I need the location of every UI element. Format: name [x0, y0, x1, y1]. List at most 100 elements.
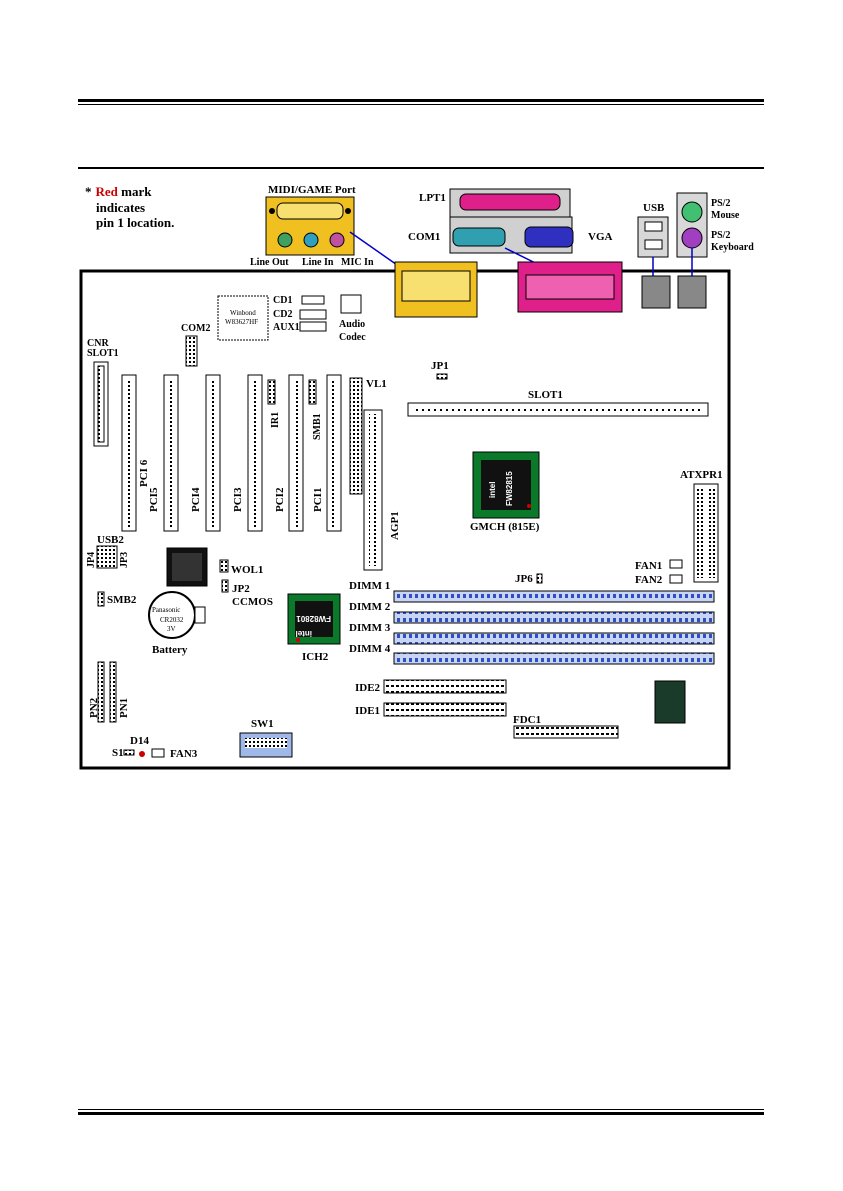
bottom-rule-thick	[78, 1112, 764, 1115]
audio-codec-chip	[340, 294, 362, 314]
io-chip	[166, 547, 208, 587]
ps2-mouse-label-2: Mouse	[711, 210, 740, 221]
note-line3: pin 1 location.	[96, 215, 174, 230]
pn2-header	[97, 661, 105, 723]
smb2-header	[97, 591, 105, 607]
usb-header	[641, 275, 671, 309]
slot1-label: SLOT1	[528, 389, 563, 401]
dimm2-label: DIMM 2	[349, 601, 391, 613]
aux1-header	[299, 321, 327, 332]
dimm1-label: DIMM 1	[349, 580, 390, 592]
ich2-part-number: FW82801	[296, 614, 331, 623]
mic-in-jack	[329, 232, 345, 248]
fan3-header	[151, 748, 165, 758]
ich2-chip: intel FW82801	[287, 593, 341, 645]
note-asterisk: *	[85, 184, 92, 199]
ps2-mouse-port	[681, 201, 703, 223]
ps2-keyboard-label-2: Keyboard	[711, 242, 754, 253]
com2-header	[185, 335, 198, 367]
usb-label: USB	[643, 202, 665, 214]
ide2-label: IDE2	[355, 682, 381, 694]
ccmos-label: CCMOS	[232, 596, 273, 608]
dimm4-label: DIMM 4	[349, 643, 391, 655]
audio-codec-label-1: Audio	[339, 319, 365, 330]
lpt-com-vga-group: LPT1 COM1 VGA	[408, 188, 613, 254]
usb2-header	[96, 545, 118, 569]
dimm3-label: DIMM 3	[349, 622, 391, 634]
cd2-label: CD2	[273, 309, 292, 320]
jp2-header	[221, 579, 229, 593]
vl1-label: VL1	[366, 378, 387, 390]
mic-in-label: MIC In	[341, 257, 374, 268]
cd1-label: CD1	[273, 295, 292, 306]
smb2-label: SMB2	[107, 594, 137, 606]
pn2-label: PN2	[88, 697, 100, 718]
battery-model: CR2032	[160, 616, 184, 624]
midi-game-port-group: MIDI/GAME Port Line Out Line In MIC In	[250, 184, 374, 268]
lpt1-connector	[459, 193, 561, 211]
com1-label: COM1	[408, 231, 440, 243]
jp6-header	[536, 573, 543, 584]
smb1-header	[308, 379, 317, 405]
pci6-label: PCI 6	[138, 459, 150, 487]
dimm2-slot	[393, 611, 715, 624]
pci4-label: PCI4	[190, 487, 202, 512]
fan2-label: FAN2	[635, 574, 663, 586]
sw1-label: SW1	[251, 718, 274, 730]
gmch-chip: intel FW82815	[472, 451, 540, 519]
ide1-label: IDE1	[355, 705, 380, 717]
com2-label: COM2	[181, 323, 210, 334]
cd2-header	[299, 309, 327, 320]
agp1-label: AGP1	[389, 511, 401, 540]
note-line2: indicates	[96, 200, 145, 215]
line-out-label: Line Out	[250, 257, 289, 268]
cnr-label-2: SLOT1	[87, 348, 119, 359]
jp1-label: JP1	[431, 360, 449, 372]
ir1-header	[267, 379, 276, 405]
vga-connector	[524, 226, 574, 248]
line-in-jack	[303, 232, 319, 248]
usb2-label: USB2	[97, 534, 124, 546]
pin1-note: *Red mark indicates pin 1 location.	[85, 184, 174, 230]
fan2-header	[669, 574, 683, 584]
top-rule-thick	[78, 99, 764, 102]
s1-label: S1	[112, 747, 124, 759]
lpt1-label: LPT1	[419, 192, 446, 204]
dimm3-slot	[393, 632, 715, 645]
ps2-keyboard-label-1: PS/2	[711, 230, 730, 241]
note-line1-rest: mark	[118, 184, 152, 199]
svg-text:*Red mark: *Red mark	[85, 184, 152, 199]
pci3-label: PCI3	[232, 487, 244, 512]
pci-slots	[121, 374, 342, 532]
battery: Panasonic CR2032 3V	[148, 591, 206, 639]
jp6-label: JP6	[515, 573, 533, 585]
pn1-label: PN1	[118, 698, 130, 718]
line-out-jack	[277, 232, 293, 248]
gmch-part-number: FW82815	[505, 471, 514, 506]
bios-flash-chip	[654, 680, 686, 724]
fan3-label: FAN3	[170, 748, 198, 760]
pci5-label: PCI5	[148, 487, 160, 512]
wol1-header	[219, 559, 229, 573]
battery-label: Battery	[152, 644, 188, 656]
dimm1-slot	[393, 590, 715, 603]
usb-port-1	[644, 221, 663, 232]
cnr-label-1: CNR	[87, 338, 109, 349]
ps2-mouse-label-1: PS/2	[711, 198, 730, 209]
midi-game-port-label: MIDI/GAME Port	[268, 184, 356, 196]
s1-header	[123, 749, 135, 756]
vl1-header	[349, 377, 363, 495]
com1-connector	[452, 227, 506, 247]
vga-label: VGA	[588, 231, 613, 243]
battery-voltage: 3V	[167, 625, 176, 633]
game-port-connector	[276, 202, 344, 220]
jp1-header	[436, 373, 448, 380]
section-rule	[78, 167, 764, 169]
smb1-label: SMB1	[312, 413, 323, 440]
jp3-label: JP3	[119, 552, 130, 568]
usb-ps2-group: USB PS/2 Mouse PS/2 Keyboard	[637, 192, 754, 258]
ide1-connector	[383, 702, 507, 717]
ps2-header	[677, 275, 707, 309]
dimm4-slot	[393, 652, 715, 665]
